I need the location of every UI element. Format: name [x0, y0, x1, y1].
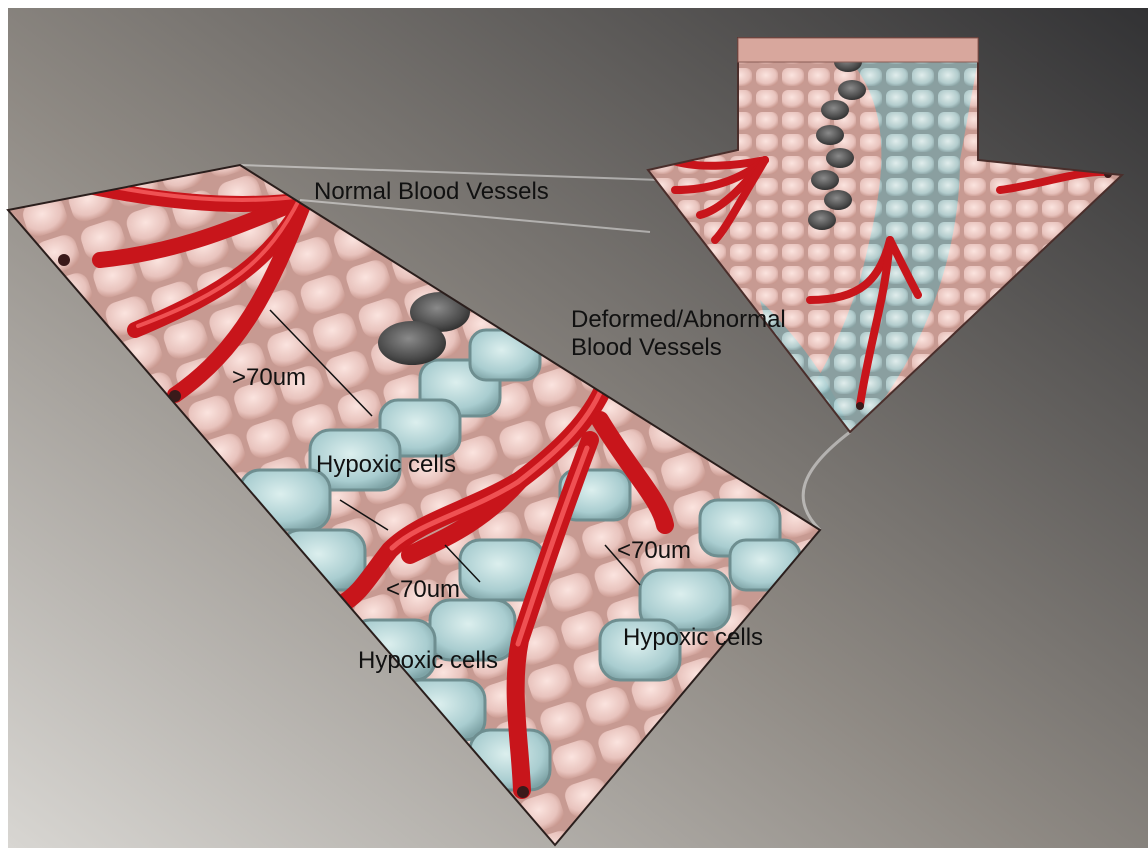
label-hypoxic-cells-2: Hypoxic cells [623, 624, 763, 652]
label-deformed-line1: Deformed/Abnormal [571, 306, 786, 334]
label-normal-blood-vessels: Normal Blood Vessels [314, 178, 549, 206]
label-distance-under-70um-b: <70um [617, 537, 691, 565]
label-hypoxic-cells-3: Hypoxic cells [358, 647, 498, 675]
label-distance-over-70um: >70um [232, 364, 306, 392]
label-deformed-blood-vessels: Deformed/Abnormal Blood Vessels [571, 306, 786, 362]
label-deformed-line2: Blood Vessels [571, 334, 786, 362]
label-distance-under-70um-a: <70um [386, 576, 460, 604]
label-hypoxic-cells-1: Hypoxic cells [316, 451, 456, 479]
